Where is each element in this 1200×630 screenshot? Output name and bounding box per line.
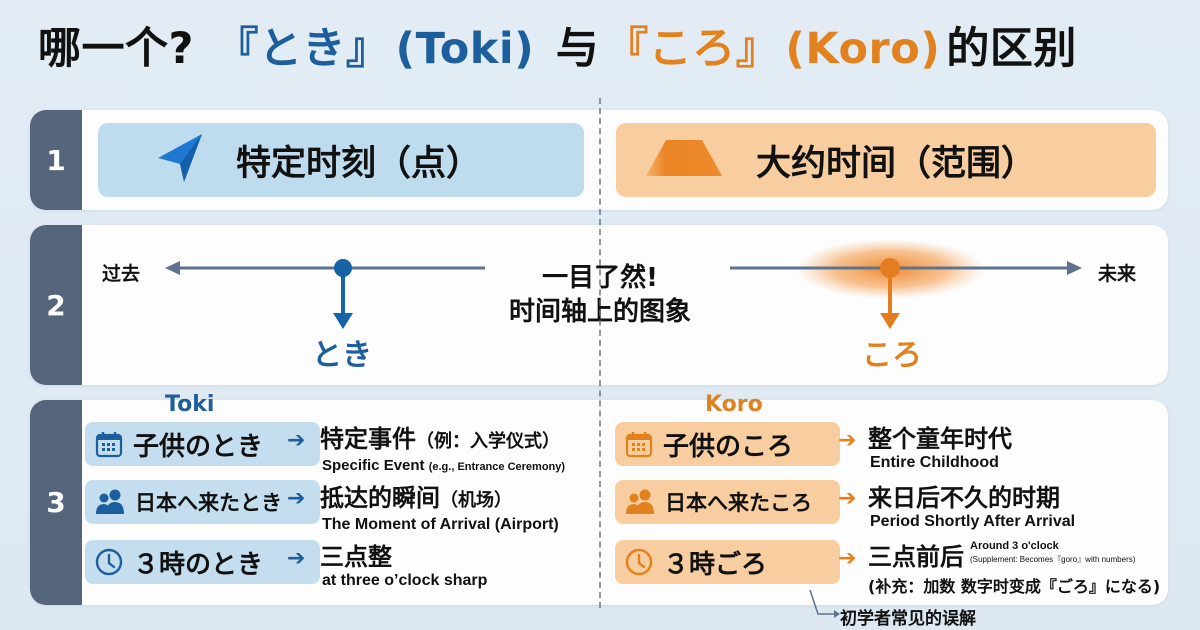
koro-meaning-1-zh: 整个童年时代: [868, 425, 1012, 453]
title-koro-kana: 『ころ』: [605, 24, 780, 74]
toki-phrase-1: 子供のとき: [133, 431, 264, 462]
navigation-arrow-icon: [158, 134, 202, 186]
title-conj: 与: [555, 24, 600, 74]
toki-header-box: 特定时刻（点）: [98, 123, 584, 197]
clock-icon: [625, 548, 653, 576]
koro-meaning-1: 整个童年时代 Entire Childhood: [868, 424, 1012, 472]
koro-meaning-2: 来日后不久的时期 Period Shortly After Arrival: [868, 483, 1075, 531]
toki-meaning-1-en-small: (e.g., Entrance Ceremony): [428, 461, 566, 473]
future-label: 未来: [1098, 263, 1137, 285]
toki-meaning-1-paren: （例：入学仪式）: [416, 431, 560, 452]
row-number-3: 3: [30, 400, 82, 605]
clock-icon: [95, 548, 123, 576]
calendar-icon: [95, 430, 123, 458]
arrow-right-icon: ➔: [287, 546, 306, 571]
koro-phrase-2: 日本へ来たころ: [665, 491, 812, 515]
trapezoid-range-icon: [646, 140, 722, 180]
koro-meaning-3-note: (补充：加数 数字时变成『ごろ』になる): [868, 577, 1161, 596]
toki-phrase-3: ３時のとき: [133, 549, 264, 580]
toki-meaning-1-en: Specific Event: [322, 457, 425, 474]
arrow-right-icon: ➔: [838, 428, 857, 453]
title-toki-romaji: (Toki): [395, 24, 535, 74]
row-number-2: 2: [30, 225, 82, 385]
arrow-right-icon: ➔: [287, 428, 306, 453]
arrow-right-icon: ➔: [287, 486, 306, 511]
koro-column-header: Koro: [705, 392, 763, 417]
toki-meaning-2-en: The Moment of Arrival (Airport): [322, 516, 559, 533]
column-divider: [599, 98, 601, 608]
timeline-graphic: [165, 239, 1082, 329]
koro-meaning-1-en: Entire Childhood: [870, 454, 999, 471]
koro-phrase-1: 子供のころ: [663, 431, 794, 462]
koro-timeline-label: ころ: [862, 338, 922, 373]
koro-meaning-3-supplement: (Supplement: Becomes『goro』with numbers): [970, 555, 1136, 564]
toki-example-childhood: 子供のとき: [85, 422, 320, 466]
toki-example-arrival: 日本へ来たとき: [85, 480, 320, 524]
title-koro-romaji: (Koro): [785, 24, 941, 74]
title-prefix: 哪一个?: [38, 24, 194, 74]
toki-header-label: 特定时刻（点）: [236, 143, 482, 184]
page-title: 哪一个? 『とき』(Toki) 与『ころ』(Koro)的区别: [38, 28, 1077, 71]
arrow-right-icon: ➔: [838, 486, 857, 511]
toki-meaning-3-zh: 三点整: [320, 543, 392, 571]
toki-meaning-2: 抵达的瞬间（机场） The Moment of Arrival (Airport…: [320, 483, 559, 534]
koro-example-childhood: 子供のころ: [615, 422, 840, 466]
people-icon: [625, 489, 655, 515]
koro-meaning-2-en: Period Shortly After Arrival: [870, 513, 1076, 530]
koro-example-arrival: 日本へ来たころ: [615, 480, 840, 524]
annotation-arrow-icon: [809, 589, 840, 618]
koro-example-three-oclock: ３時ごろ: [615, 540, 840, 584]
title-suffix: 的区别: [946, 24, 1077, 74]
toki-meaning-1-zh: 特定事件: [320, 425, 416, 453]
people-icon: [95, 489, 125, 515]
title-toki-kana: 『とき』: [215, 24, 390, 74]
koro-meaning-3: 三点前后: [868, 542, 964, 572]
toki-column-header: Toki: [165, 392, 215, 417]
toki-meaning-3-en: at three o’clock sharp: [322, 572, 488, 589]
arrow-right-icon: ➔: [838, 546, 857, 571]
toki-meaning-2-paren: （机场）: [440, 490, 512, 511]
toki-timeline-label: とき: [312, 338, 372, 373]
koro-phrase-3: ３時ごろ: [663, 549, 768, 580]
beginner-misconception-note: 初学者常见的误解: [840, 609, 976, 629]
koro-meaning-3-zh: 三点前后: [868, 543, 964, 571]
toki-meaning-1: 特定事件（例：入学仪式） Specific Event (e.g., Entra…: [320, 424, 565, 476]
koro-header-label: 大约时间（范围）: [756, 143, 1037, 184]
toki-meaning-2-zh: 抵达的瞬间: [320, 484, 440, 512]
toki-meaning-3: 三点整 at three o’clock sharp: [320, 542, 487, 590]
past-label: 过去: [102, 263, 141, 285]
row-number-1: 1: [30, 110, 82, 210]
koro-meaning-3-en: Around 3 o'clock: [970, 540, 1059, 552]
calendar-icon: [625, 430, 653, 458]
koro-meaning-2-zh: 来日后不久的时期: [868, 484, 1060, 512]
toki-example-three-oclock: ３時のとき: [85, 540, 320, 584]
toki-phrase-2: 日本へ来たとき: [135, 491, 282, 515]
koro-header-box: 大约时间（范围）: [616, 123, 1156, 197]
